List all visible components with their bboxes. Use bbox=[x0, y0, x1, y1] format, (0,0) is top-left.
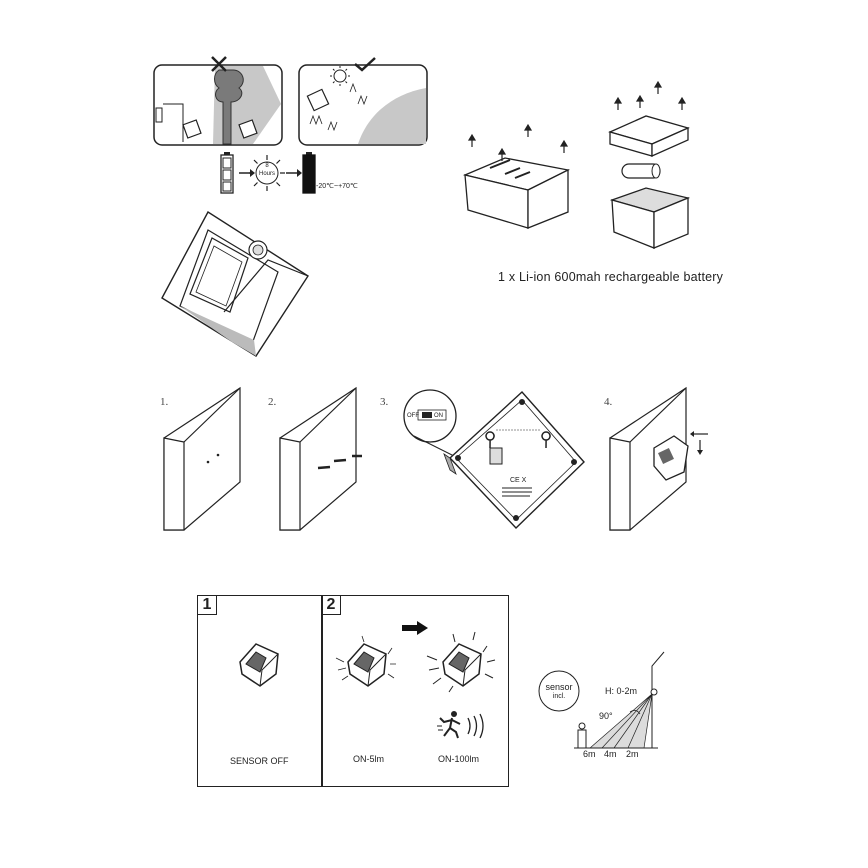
sensor-badge-line2: incl. bbox=[552, 693, 566, 700]
lamp-back-view: CE X bbox=[403, 389, 585, 529]
panel-1-number-box bbox=[197, 595, 217, 615]
on-low-label: ON-5lm bbox=[353, 754, 384, 764]
switch-off-label: OFF bbox=[407, 413, 419, 419]
temperature-range: -20℃~+70℃ bbox=[316, 183, 358, 190]
switch-on-label: ON bbox=[434, 413, 443, 419]
panel-1-number: 1 bbox=[202, 596, 212, 613]
distance-6m: 6m bbox=[583, 749, 596, 759]
sensor-off-label: SENSOR OFF bbox=[230, 756, 289, 766]
panel-2-number: 2 bbox=[326, 596, 336, 613]
sensor-badge bbox=[538, 670, 580, 712]
low-battery-icon bbox=[220, 152, 234, 194]
panel-2-number-box bbox=[321, 595, 341, 615]
sun-charge-icon bbox=[249, 155, 285, 191]
mode-panel-frame bbox=[197, 595, 509, 787]
distance-4m: 4m bbox=[604, 749, 617, 759]
lamp-off-icon bbox=[239, 643, 279, 687]
sensor-height: H: 0-2m bbox=[605, 686, 638, 696]
screw-arrows-left bbox=[467, 123, 569, 161]
step-4-label: 4. bbox=[604, 396, 613, 408]
detection-range-diagram bbox=[574, 651, 665, 749]
wall-with-screws bbox=[279, 386, 362, 531]
wrong-placement-panel bbox=[153, 64, 283, 146]
full-battery-icon bbox=[302, 152, 316, 194]
on-high-label: ON-100lm bbox=[438, 754, 480, 764]
closed-lamp-box bbox=[462, 157, 571, 229]
wall-plain bbox=[163, 386, 241, 531]
cross-icon bbox=[211, 56, 227, 72]
step-1-label: 1. bbox=[160, 396, 169, 408]
step-2-label: 2. bbox=[268, 396, 277, 408]
mode-panel-divider bbox=[321, 595, 323, 787]
svg-text:CE X: CE X bbox=[510, 477, 527, 484]
battery-caption: 1 x Li-ion 600mah rechargeable battery bbox=[498, 270, 724, 284]
charge-hours-unit: Hours bbox=[258, 171, 275, 177]
arrow-right-icon bbox=[286, 169, 302, 177]
person-motion-icon bbox=[437, 711, 484, 739]
distance-2m: 2m bbox=[626, 749, 639, 759]
lamp-high-icon bbox=[426, 631, 496, 693]
opened-lamp-box bbox=[608, 80, 691, 249]
placement-guide bbox=[153, 56, 428, 146]
step-3-label: 3. bbox=[380, 396, 389, 408]
charge-hours-number: 8 bbox=[265, 163, 269, 169]
sensor-angle: 90° bbox=[599, 711, 613, 721]
correct-placement-panel bbox=[298, 64, 428, 146]
sensor-badge-line1: sensor bbox=[545, 682, 573, 692]
lamp-low-icon bbox=[335, 635, 396, 687]
arrow-right-icon bbox=[402, 621, 428, 635]
lamp-illustration bbox=[161, 211, 309, 357]
wall-with-lamp bbox=[609, 386, 708, 531]
check-icon bbox=[354, 57, 376, 72]
